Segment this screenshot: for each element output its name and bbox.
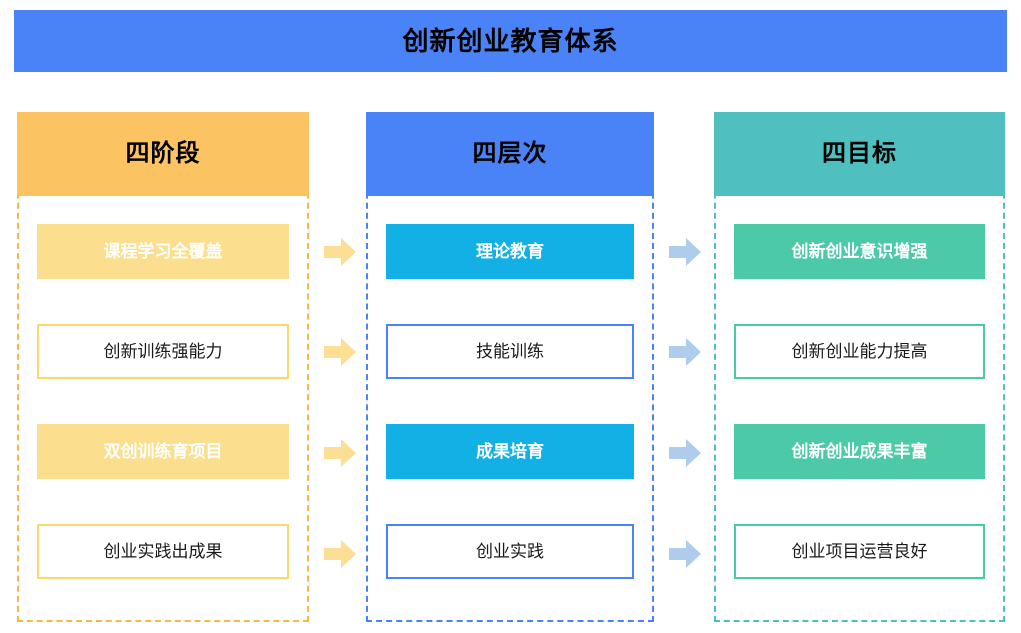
column-levels: 四层次 理论教育 技能训练 成果培育 创业实践 bbox=[366, 112, 654, 622]
arrow-right-icon-stage-to-level-2 bbox=[324, 337, 356, 367]
arrow-right-icon-level-to-goal-2 bbox=[669, 337, 701, 367]
arrow-right-icon-stage-to-level-1 bbox=[324, 237, 356, 267]
arrow-right-icon-level-to-goal-1 bbox=[669, 237, 701, 267]
item-box-goal-1[interactable]: 创新创业意识增强 bbox=[734, 224, 985, 279]
item-box-stage-4[interactable]: 创业实践出成果 bbox=[37, 524, 289, 579]
item-label: 双创训练育项目 bbox=[103, 442, 223, 461]
column-header-label: 四目标 bbox=[822, 140, 897, 167]
item-box-goal-2[interactable]: 创新创业能力提高 bbox=[734, 324, 985, 379]
item-box-goal-4[interactable]: 创业项目运营良好 bbox=[734, 524, 985, 579]
item-box-stage-2[interactable]: 创新训练强能力 bbox=[37, 324, 289, 379]
item-label: 创业实践 bbox=[476, 542, 544, 561]
arrow-right-icon-level-to-goal-3 bbox=[669, 438, 701, 468]
column-header-levels: 四层次 bbox=[366, 112, 654, 196]
item-label: 创业实践出成果 bbox=[103, 542, 223, 561]
item-label: 创新创业能力提高 bbox=[791, 342, 928, 361]
column-goals: 四目标 创新创业意识增强 创新创业能力提高 创新创业成果丰富 创业项目运营良好 bbox=[714, 112, 1005, 622]
item-label: 创新创业成果丰富 bbox=[791, 442, 928, 461]
item-box-level-3[interactable]: 成果培育 bbox=[386, 424, 634, 479]
item-label: 创新训练强能力 bbox=[103, 342, 223, 361]
item-label: 成果培育 bbox=[476, 442, 544, 461]
item-label: 创业项目运营良好 bbox=[791, 542, 928, 561]
column-stages: 四阶段 课程学习全覆盖 创新训练强能力 双创训练育项目 创业实践出成果 bbox=[17, 112, 309, 622]
page-title-banner: 创新创业教育体系 bbox=[14, 10, 1007, 72]
column-items-levels: 理论教育 技能训练 成果培育 创业实践 bbox=[386, 224, 634, 579]
page-title: 创新创业教育体系 bbox=[402, 26, 619, 56]
item-box-stage-3[interactable]: 双创训练育项目 bbox=[37, 424, 289, 479]
column-header-goals: 四目标 bbox=[714, 112, 1005, 196]
arrow-right-icon-level-to-goal-4 bbox=[669, 539, 701, 569]
item-label: 理论教育 bbox=[476, 242, 544, 261]
column-header-label: 四层次 bbox=[472, 140, 548, 167]
item-box-stage-1[interactable]: 课程学习全覆盖 bbox=[37, 224, 289, 279]
arrow-right-icon-stage-to-level-3 bbox=[324, 438, 356, 468]
item-box-level-4[interactable]: 创业实践 bbox=[386, 524, 634, 579]
item-box-level-1[interactable]: 理论教育 bbox=[386, 224, 634, 279]
column-items-stages: 课程学习全覆盖 创新训练强能力 双创训练育项目 创业实践出成果 bbox=[37, 224, 289, 579]
item-label: 技能训练 bbox=[476, 342, 544, 361]
item-label: 课程学习全覆盖 bbox=[103, 242, 223, 261]
item-box-goal-3[interactable]: 创新创业成果丰富 bbox=[734, 424, 985, 479]
item-label: 创新创业意识增强 bbox=[791, 242, 928, 261]
column-items-goals: 创新创业意识增强 创新创业能力提高 创新创业成果丰富 创业项目运营良好 bbox=[734, 224, 985, 579]
arrow-right-icon-stage-to-level-4 bbox=[324, 539, 356, 569]
item-box-level-2[interactable]: 技能训练 bbox=[386, 324, 634, 379]
column-header-label: 四阶段 bbox=[125, 140, 201, 167]
column-header-stages: 四阶段 bbox=[17, 112, 309, 196]
